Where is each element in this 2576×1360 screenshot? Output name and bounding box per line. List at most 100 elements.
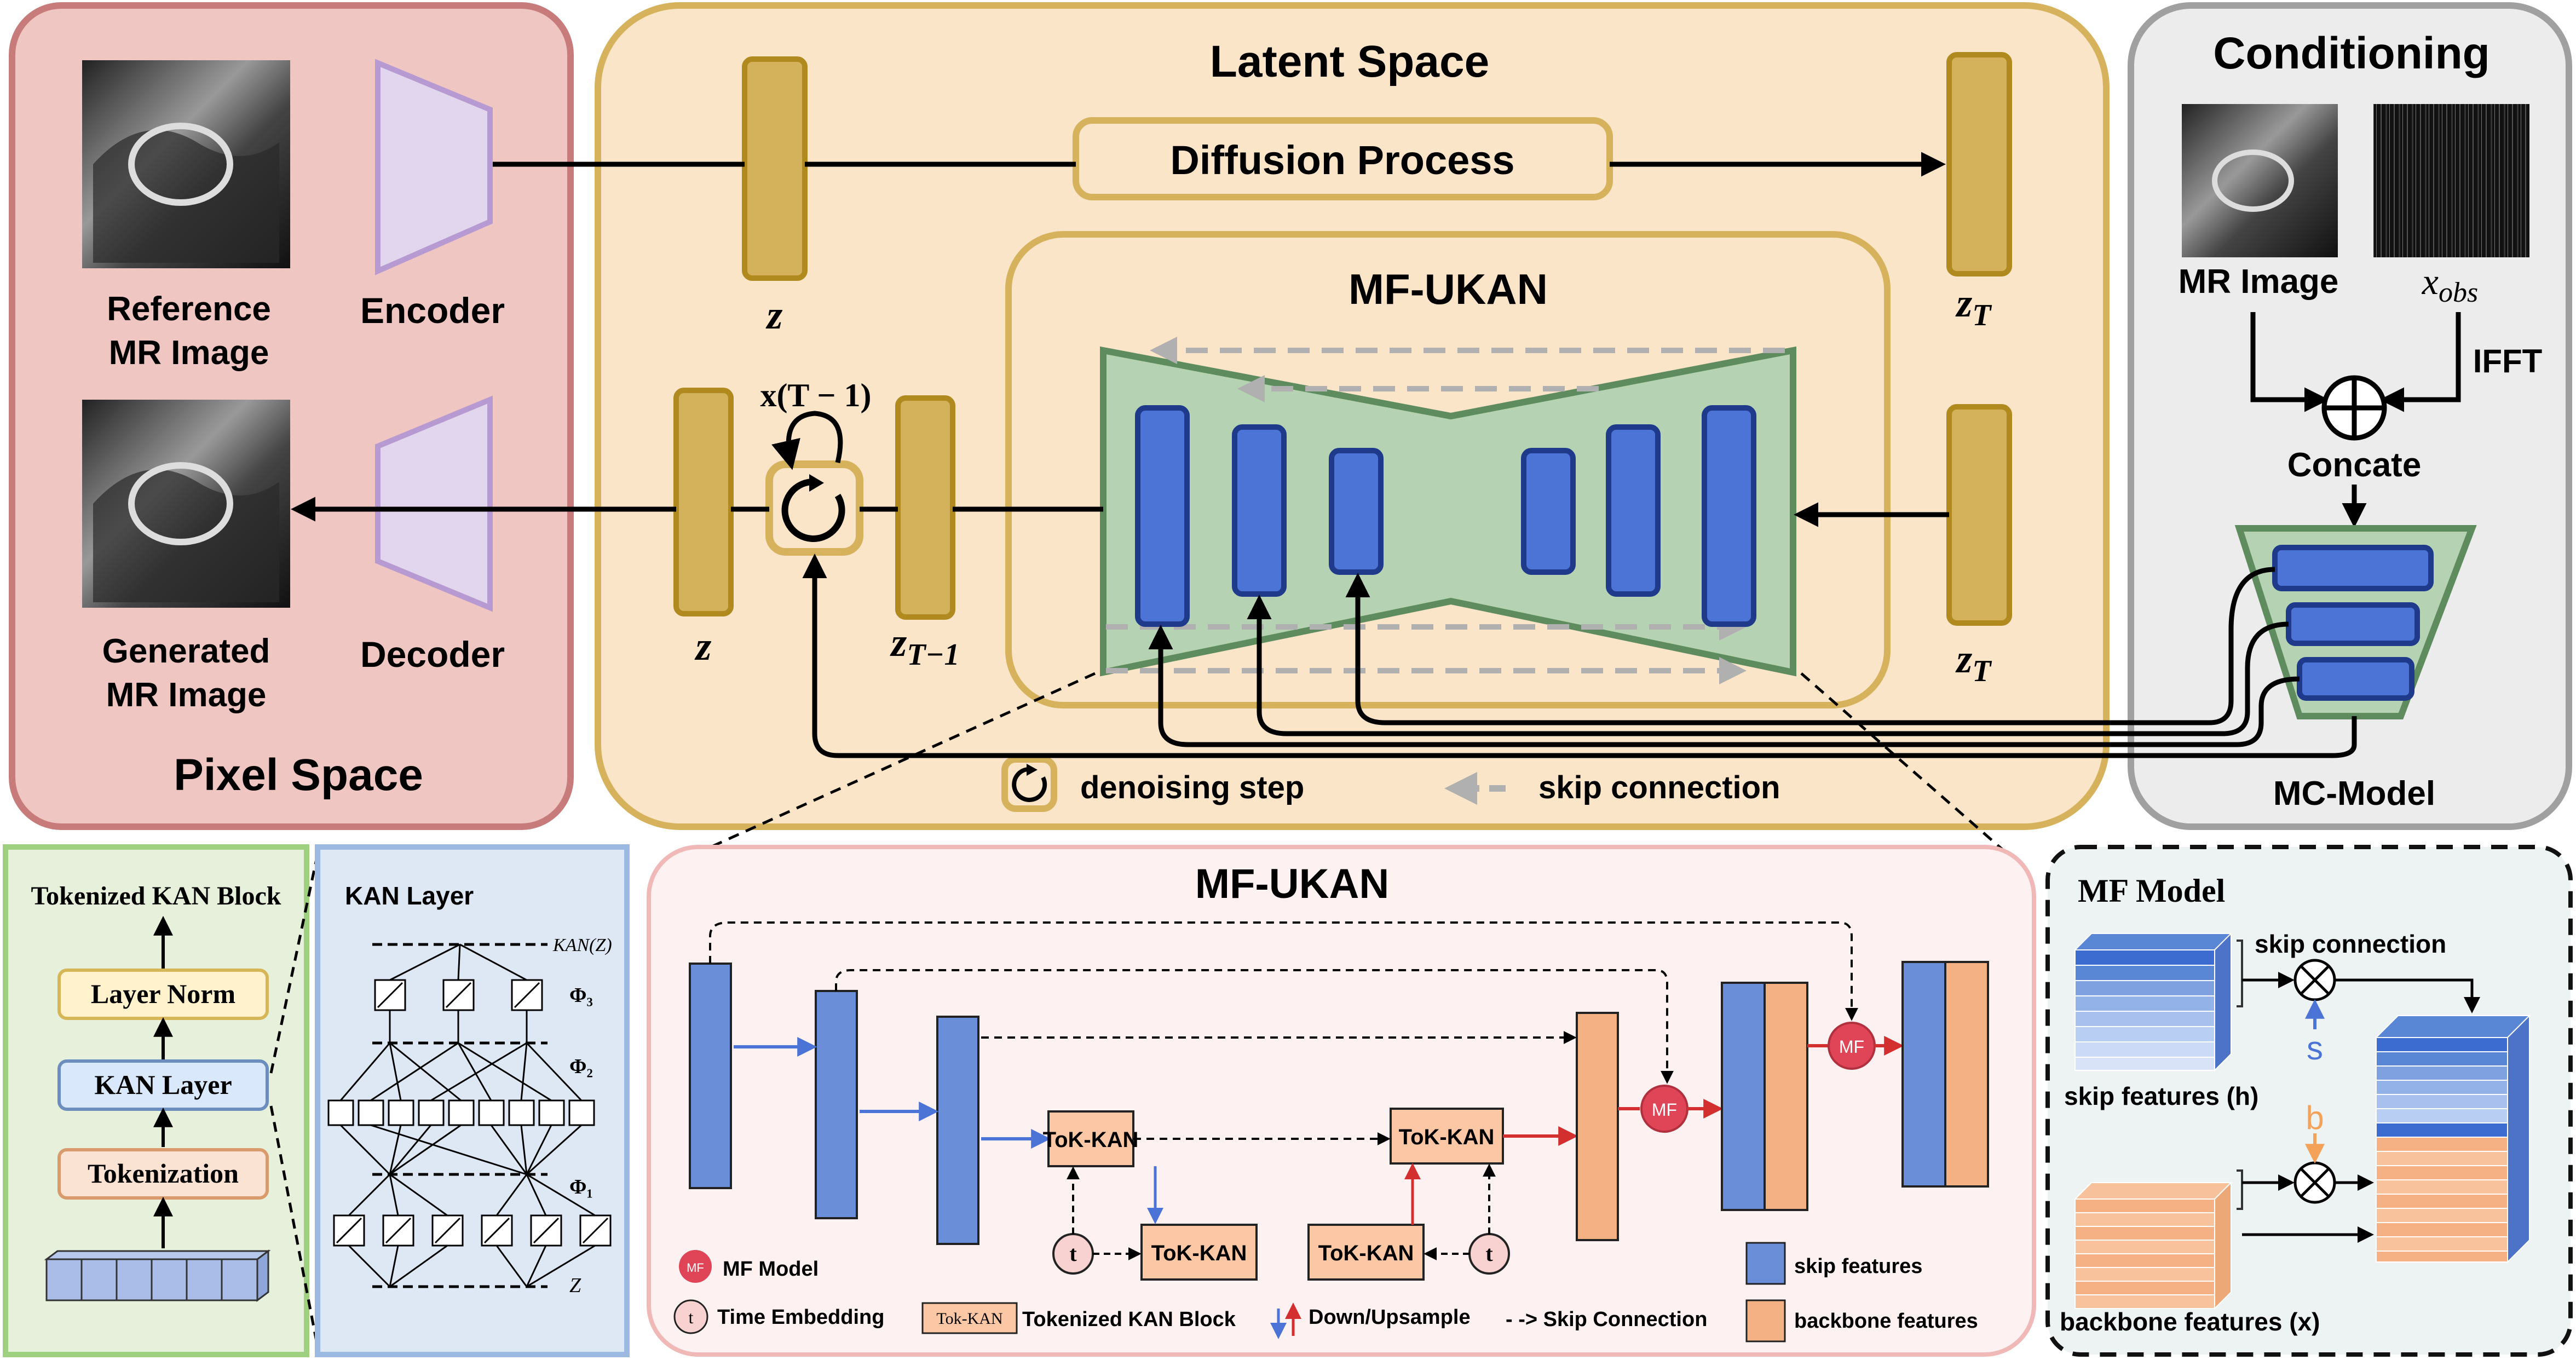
- mf-ukan-inner-title: MF-UKAN: [1348, 265, 1548, 313]
- reference-label-line2: MR Image: [109, 334, 269, 372]
- ifft-label: IFFT: [2473, 343, 2543, 379]
- legend-skipfeat-icon: [1745, 1242, 1786, 1285]
- legend-t-icon: [673, 1299, 708, 1334]
- phi2-label: Φ₂: [569, 1055, 593, 1078]
- kanz-label: KAN(Z): [552, 935, 612, 955]
- backbone-features-stack: [2073, 1181, 2233, 1310]
- detail-concat-backbone-2: [1944, 961, 1989, 1188]
- conditioning-panel: Conditioning MR Image xobs IFFT Concate …: [2128, 2, 2572, 830]
- detail-enc-block-2: [815, 990, 858, 1219]
- detail-enc-block-3: [936, 1016, 979, 1245]
- legend-skip-label: skip connection: [1538, 770, 1780, 805]
- legend-t-icon-text: t: [689, 1307, 694, 1327]
- decoder-trapezoid: [375, 395, 493, 612]
- legend-mf-icon-text: MF: [687, 1261, 704, 1275]
- unet-decoder-block-1: [1521, 448, 1576, 575]
- mc-model-label: MC-Model: [2273, 775, 2435, 812]
- diffusion-process-box: [1073, 117, 1613, 200]
- z-label: Z: [569, 1274, 581, 1297]
- mf-node-2-label: MF: [1839, 1037, 1864, 1057]
- latent-space-panel: Latent Space Diffusion Process z zT MF-U…: [291, 2, 2110, 830]
- latent-space-title: Latent Space: [1210, 37, 1489, 87]
- reference-label-line1: Reference: [107, 290, 271, 328]
- unet-decoder-block-3: [1702, 405, 1756, 627]
- multiply-node-backbone: [2293, 1161, 2336, 1204]
- legend-skipfeat-label: skip features: [1794, 1255, 1922, 1278]
- latent-z-bottom-label: z: [694, 624, 712, 669]
- mr-to-concat-arrow: [2250, 312, 2329, 412]
- skip-connection-label: skip connection: [2255, 930, 2446, 958]
- legend-backbone-icon: [1745, 1299, 1786, 1342]
- tok-kan-block-title: Tokenized KAN Block: [31, 881, 281, 910]
- legend-t-label: Time Embedding: [717, 1306, 884, 1329]
- token-cubes: [44, 1249, 271, 1302]
- unet-encoder-block-3: [1329, 448, 1384, 575]
- mf-node-1-label: MF: [1652, 1100, 1677, 1120]
- tokkan-enc-label: ToK-KAN: [1043, 1128, 1139, 1152]
- skip-features-stack: [2073, 932, 2233, 1072]
- pixel-space-panel: Reference MR Image Encoder Generated MR …: [9, 2, 574, 830]
- latent-z-top: [742, 56, 808, 281]
- kan-layer-label: KAN Layer: [94, 1069, 232, 1100]
- skip-features-label: skip features (h): [2064, 1082, 2258, 1110]
- legend-mf-label: MF Model: [723, 1258, 819, 1281]
- tokkan-bottom-right-label: ToK-KAN: [1318, 1241, 1414, 1265]
- latent-zT-right: [1946, 404, 2012, 626]
- unet-encoder-block-2: [1232, 424, 1287, 597]
- tokkan-enc: [1047, 1110, 1134, 1167]
- pixel-space-title: Pixel Space: [174, 750, 423, 800]
- latent-z-bottom: [673, 388, 734, 616]
- mc-model-block-1: [2272, 545, 2434, 591]
- time-embedding-label-1: t: [1069, 1241, 1077, 1266]
- tokkan-bottom-left-label: ToK-KAN: [1151, 1241, 1247, 1265]
- xobs-label: xobs: [2422, 261, 2478, 308]
- unet-skip-arrows: [1106, 337, 1785, 684]
- decoder-label: Decoder: [360, 634, 505, 675]
- detail-concat-skip-1: [1721, 982, 1766, 1211]
- latent-zT-top-label: zT: [1955, 281, 1992, 332]
- latent-zT1: [895, 395, 955, 620]
- kan-layer-panel: KAN Layer KAN(Z) Φ₃ Φ₂ Φ₁ Z: [315, 844, 630, 1357]
- detail-concat-backbone-1: [1764, 982, 1808, 1211]
- legend-denoise-label: denoising step: [1080, 770, 1304, 805]
- encoder-label: Encoder: [360, 290, 505, 331]
- latent-zT1-label: zT−1: [890, 620, 960, 672]
- tokkan-dec-label: ToK-KAN: [1399, 1125, 1495, 1149]
- detail-backbone-block-1: [1576, 1012, 1619, 1241]
- legend-tok-icon: [921, 1302, 1018, 1334]
- concate-label: Concate: [2287, 446, 2422, 484]
- loop-label: x(T − 1): [760, 377, 871, 413]
- latent-zT-right-label: zT: [1955, 637, 1992, 688]
- legend-tok-label: Tokenized KAN Block: [1022, 1308, 1236, 1331]
- layer-norm-label: Layer Norm: [91, 978, 235, 1009]
- backbone-features-label: backbone features (x): [2060, 1307, 2320, 1336]
- detail-concat-skip-2: [1901, 961, 1946, 1188]
- kan-network-graph: [327, 943, 612, 1288]
- legend-tok-icon-text: Tok-KAN: [936, 1310, 1002, 1328]
- latent-z-top-label: z: [765, 293, 783, 338]
- legend-skipconn-label: - -> Skip Connection: [1506, 1308, 1707, 1331]
- b-label: b: [2306, 1099, 2324, 1136]
- legend-updown-label: Down/Upsample: [1309, 1306, 1471, 1329]
- concat-plus-icon: [2321, 375, 2387, 441]
- tok-kan-block-panel: Tokenized KAN Block Layer Norm KAN Layer…: [3, 844, 319, 1357]
- mf-ukan-detail-panel: MF-UKAN ToK-KAN ToK-KAN ToK-KAN ToK-KAN …: [647, 845, 2036, 1357]
- mc-model-block-3: [2297, 657, 2414, 701]
- encoder-trapezoid: [375, 59, 493, 275]
- detail-enc-block-1: [689, 963, 732, 1189]
- fused-output-stack: [2375, 1014, 2531, 1264]
- generated-label-line2: MR Image: [106, 676, 267, 714]
- tokkan-bottom-left: [1140, 1224, 1258, 1281]
- denoise-refresh-icon: [781, 478, 845, 542]
- generated-mr-image: [82, 400, 290, 608]
- legend-mf-icon: [679, 1250, 712, 1283]
- multiply-node-skip: [2293, 959, 2336, 1001]
- unet-decoder-block-2: [1606, 424, 1661, 597]
- mf-model-panel: MF Model skip features (h): [2045, 845, 2573, 1357]
- latent-zT-top: [1946, 52, 2012, 276]
- generated-label-line1: Generated: [102, 632, 270, 670]
- denoise-loop-arrow: [771, 411, 843, 470]
- phi1-label: Φ₁: [569, 1175, 593, 1198]
- conditioning-title: Conditioning: [2213, 28, 2490, 78]
- diffusion-process-label: Diffusion Process: [1170, 137, 1514, 183]
